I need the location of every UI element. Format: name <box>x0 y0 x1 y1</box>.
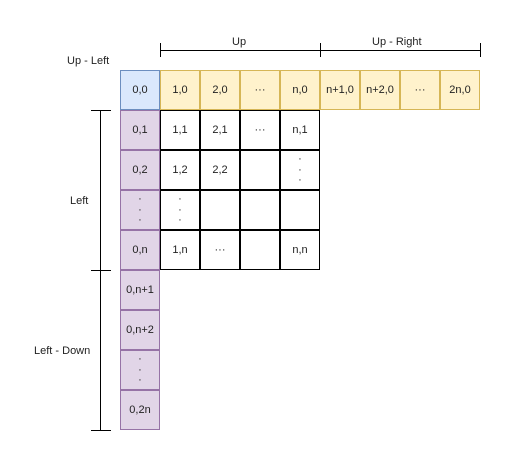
left-label: Left <box>70 195 89 207</box>
up-right-label: Up - Right <box>372 36 422 48</box>
inner-cell-1-4: n,1 <box>280 110 320 150</box>
left-bracket-bottom-tick <box>91 270 111 271</box>
inner-cell-2-4: · · · <box>280 150 320 190</box>
left-cell-4: 0,n <box>120 230 160 270</box>
up-bracket-left-tick <box>160 43 161 57</box>
left-down-label: Left - Down <box>34 345 91 357</box>
up-left-label: Up - Left <box>67 55 110 67</box>
inner-cell-1-1: 1,1 <box>160 110 200 150</box>
up-bracket-line <box>160 50 320 51</box>
up-label: Up <box>232 36 247 48</box>
inner-cell-2-1: 1,2 <box>160 150 200 190</box>
left-down-bracket-line <box>100 270 101 430</box>
left-down-bracket-bottom-tick <box>91 430 111 431</box>
left-bracket-top-tick <box>91 110 111 111</box>
up-right-bracket-right-tick <box>480 43 481 57</box>
corner-cell: 0,0 <box>120 70 160 110</box>
inner-cell-3-3 <box>240 190 280 230</box>
left-cell-2: 0,2 <box>120 150 160 190</box>
inner-cell-4-2: ··· <box>200 230 240 270</box>
left-bracket-line <box>100 110 101 270</box>
left-cell-7: · · · <box>120 350 160 390</box>
inner-cell-2-3 <box>240 150 280 190</box>
left-cell-3: · · · <box>120 190 160 230</box>
inner-cell-1-2: 2,1 <box>200 110 240 150</box>
up-right-bracket-line <box>320 50 481 51</box>
left-cell-8: 0,2n <box>120 390 160 430</box>
inner-cell-3-1: · · · <box>160 190 200 230</box>
top-cell-2: 2,0 <box>200 70 240 110</box>
inner-cell-4-4: n,n <box>280 230 320 270</box>
inner-cell-2-2: 2,2 <box>200 150 240 190</box>
top-cell-8: 2n,0 <box>440 70 480 110</box>
top-cell-1: 1,0 <box>160 70 200 110</box>
top-cell-4: n,0 <box>280 70 320 110</box>
inner-cell-3-2 <box>200 190 240 230</box>
inner-cell-4-1: 1,n <box>160 230 200 270</box>
top-cell-6: n+2,0 <box>360 70 400 110</box>
left-cell-6: 0,n+2 <box>120 310 160 350</box>
inner-cell-3-4 <box>280 190 320 230</box>
top-cell-5: n+1,0 <box>320 70 360 110</box>
top-cell-3: ··· <box>240 70 280 110</box>
left-cell-5: 0,n+1 <box>120 270 160 310</box>
top-cell-7: ··· <box>400 70 440 110</box>
left-cell-1: 0,1 <box>120 110 160 150</box>
inner-cell-1-3: ··· <box>240 110 280 150</box>
inner-cell-4-3 <box>240 230 280 270</box>
